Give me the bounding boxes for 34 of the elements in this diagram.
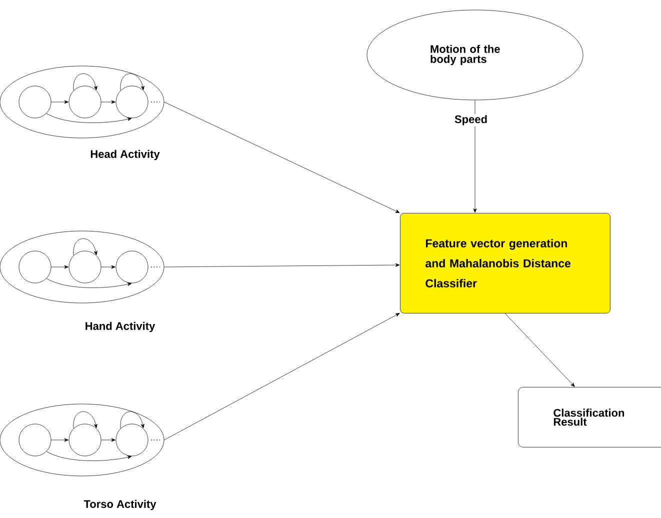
arrow <box>51 265 68 269</box>
state-circle <box>116 424 148 456</box>
arrow <box>164 263 400 268</box>
arrow <box>101 265 116 269</box>
state-circle <box>18 424 52 456</box>
state-circle <box>68 86 102 118</box>
arrow <box>101 438 116 442</box>
arrow <box>164 102 400 213</box>
arrow <box>473 100 477 213</box>
classifier-box: Feature vector generation and Mahalanobis Distance Classifier <box>400 213 610 314</box>
arrow <box>120 73 144 91</box>
result-box: Classification Result <box>518 387 661 448</box>
state-circle <box>116 86 148 118</box>
arrow <box>504 313 575 387</box>
arrow <box>164 313 400 440</box>
state-circle <box>116 250 148 284</box>
state-circle <box>68 424 102 456</box>
arrow <box>46 113 132 123</box>
arrow <box>73 73 98 91</box>
arrow <box>46 278 132 288</box>
arrow <box>51 100 68 104</box>
edge-label: Speed <box>454 114 488 126</box>
activity-label: Torso Activity <box>84 500 156 510</box>
arrow <box>73 411 98 429</box>
arrow <box>73 238 98 256</box>
arrow <box>120 411 144 429</box>
arrow <box>46 451 132 461</box>
arrow <box>51 438 68 442</box>
activity-label: Head Activity <box>90 150 160 160</box>
state-circle <box>68 250 102 284</box>
arrow <box>101 100 116 104</box>
state-circle <box>18 250 52 284</box>
activity-label: Hand Activity <box>86 322 156 332</box>
state-circle <box>18 86 52 118</box>
